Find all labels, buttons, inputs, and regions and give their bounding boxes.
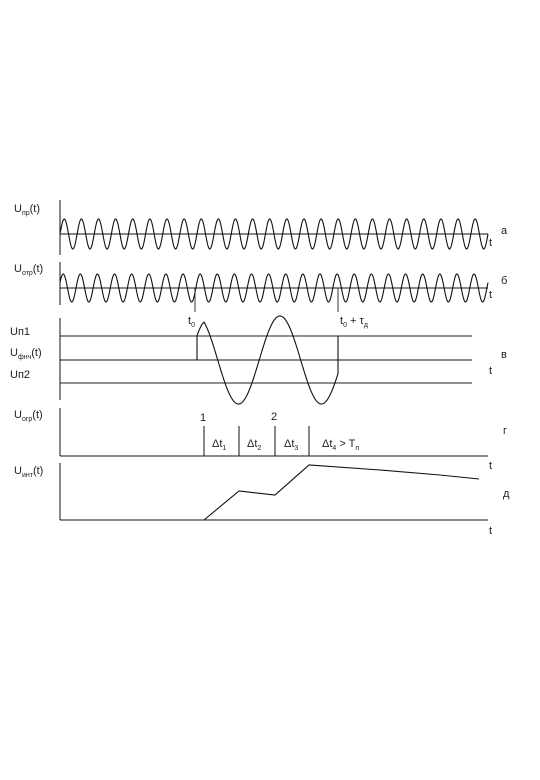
- panel-d-t-label: t: [489, 525, 492, 537]
- panel-g-y-label: Uогр(t): [14, 409, 43, 423]
- panel-v-waveform: [196, 315, 339, 405]
- panel-v-t-label: t: [489, 365, 492, 377]
- interval-4-label: Δt4 > Tп: [322, 438, 359, 452]
- panel-b-letter: б: [501, 275, 507, 287]
- panel-g-t-label: t: [489, 460, 492, 472]
- pulse-1-label: 1: [200, 412, 206, 424]
- panel-g-limiter-pulses: Uогр(t) 1 2 Δt1 Δt2 Δt3 Δt4 > Tп t г: [14, 408, 507, 472]
- panel-a-letter: а: [501, 225, 508, 237]
- threshold-upper-label: Uп1: [10, 326, 30, 338]
- panel-d-y-label: Uинт(t): [14, 465, 43, 479]
- panel-g-letter: г: [503, 425, 507, 437]
- threshold-lower-label: Uп2: [10, 369, 30, 381]
- panel-v-y-label: Uфнч(t): [10, 347, 42, 361]
- panel-a-t-label: t: [489, 237, 492, 249]
- panel-v-letter: в: [501, 349, 507, 361]
- panel-b-reflected-signal: Uотр(t) t б: [14, 262, 507, 312]
- interval-2-label: Δt2: [247, 438, 261, 452]
- panel-b-t-label: t: [489, 289, 492, 301]
- panel-a-y-label: Uпр(t): [14, 203, 40, 217]
- panel-d-letter: д: [503, 488, 510, 500]
- panel-v-lpf-output: Uп1 Uфнч(t) Uп2 t0 t0 + τд t в: [10, 315, 507, 405]
- panel-d-integrator-curve: [203, 464, 480, 521]
- interval-1-label: Δt1: [212, 438, 226, 452]
- panel-b-y-label: Uотр(t): [14, 263, 43, 277]
- panel-b-waveform: [59, 273, 489, 303]
- panel-d-integrator-output: Uинт(t) t д: [14, 463, 510, 537]
- t0-label: t0: [188, 315, 195, 329]
- pulse-2-label: 2: [271, 411, 277, 423]
- panel-a-waveform: [59, 218, 489, 250]
- panel-a-received-signal: Uпр(t) t а: [14, 200, 508, 255]
- t0-plus-tau-label: t0 + τд: [340, 315, 368, 329]
- interval-3-label: Δt3: [284, 438, 298, 452]
